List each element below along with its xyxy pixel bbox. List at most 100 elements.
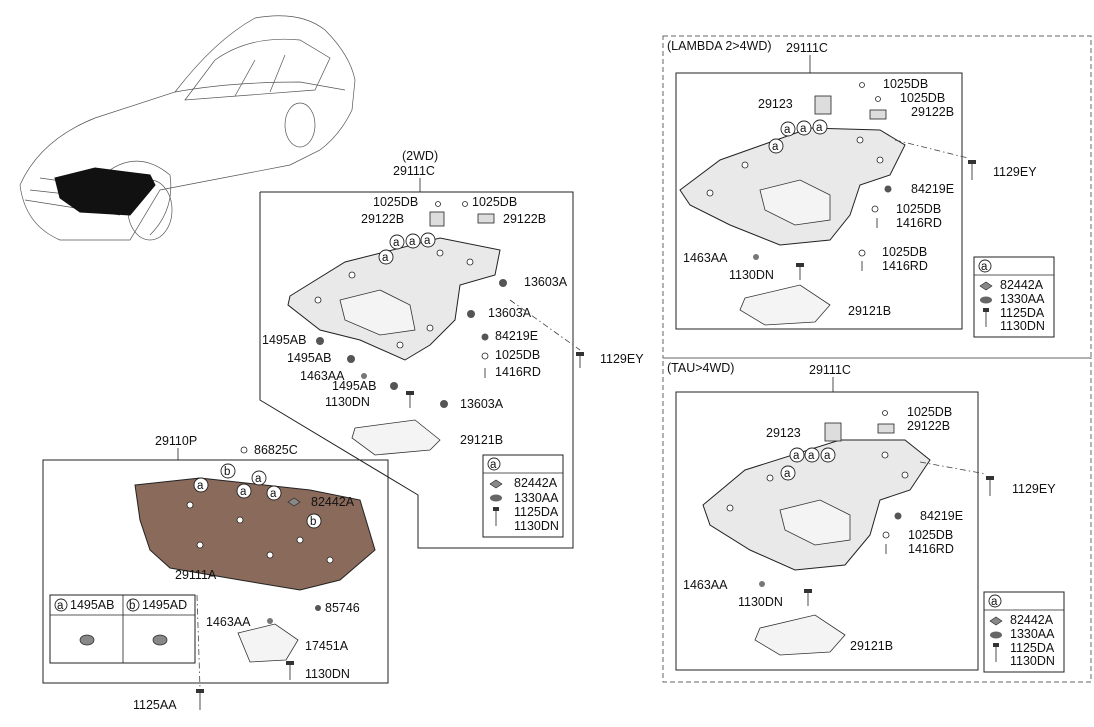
group-lambda: (LAMBDA 2>4WD) 29111C a a a a 1025DB 102…: [667, 39, 1055, 338]
callouts-lambda: a a a a: [768, 119, 828, 154]
svg-text:1495AB: 1495AB: [70, 598, 114, 612]
svg-text:82442A: 82442A: [1000, 278, 1044, 292]
part-1025db: 1025DB: [373, 195, 418, 209]
frame-lambda: [662, 35, 1092, 359]
legend-tau: a 82442A 1330AA 1125DA 1130DN: [983, 591, 1065, 673]
svg-text:b: b: [224, 466, 230, 478]
part-1130dn: 1130DN: [305, 667, 350, 681]
legend-lambda: a 82442A 1330AA 1125DA 1130DN: [973, 256, 1055, 338]
part-1025db: 1025DB: [882, 245, 927, 259]
part-29111c-tau: 29111C: [809, 363, 851, 377]
part-1130dn: 1130DN: [738, 595, 783, 609]
svg-text:b: b: [129, 600, 135, 612]
part-29111a: 29111A: [175, 568, 217, 582]
part-29121b: 29121B: [848, 304, 891, 318]
svg-text:a: a: [57, 600, 64, 612]
part-86825c: 86825C: [254, 443, 298, 457]
callouts-left: a b a a a b: [193, 463, 322, 529]
svg-text:1330AA: 1330AA: [1010, 627, 1055, 641]
part-1463aa: 1463AA: [300, 369, 345, 383]
part-85746: 85746: [325, 601, 360, 615]
svg-text:a: a: [393, 237, 400, 249]
svg-text:82442A: 82442A: [1010, 613, 1054, 627]
svg-text:a: a: [424, 235, 431, 247]
part-1495ab: 1495AB: [262, 333, 306, 347]
part-17451a: 17451A: [305, 639, 349, 653]
callouts-tau: a a a a: [780, 447, 836, 481]
part-1416rd: 1416RD: [896, 216, 942, 230]
svg-text:a: a: [409, 236, 416, 248]
table-clips: a 1495AB b 1495AD: [49, 594, 196, 664]
part-84219e: 84219E: [920, 509, 963, 523]
part-1130dn: 1130DN: [325, 395, 370, 409]
part-29122b: 29122B: [907, 419, 950, 433]
part-1025db: 1025DB: [883, 77, 928, 91]
part-29121b: 29121B: [460, 433, 503, 447]
svg-text:a: a: [793, 450, 800, 462]
part-1129ey: 1129EY: [1012, 482, 1056, 496]
header-tau: (TAU>4WD): [667, 361, 734, 375]
group-29110p: 29110P a b a a a b 86825C 82442A 29111A …: [42, 434, 389, 712]
svg-text:a: a: [991, 596, 998, 608]
part-29121b: 29121B: [850, 639, 893, 653]
svg-text:a: a: [784, 468, 791, 480]
svg-text:1330AA: 1330AA: [1000, 292, 1045, 306]
part-1025db: 1025DB: [908, 528, 953, 542]
part-1463aa: 1463AA: [683, 578, 728, 592]
svg-text:a: a: [824, 450, 831, 462]
part-1495ab: 1495AB: [287, 351, 331, 365]
svg-text:a: a: [981, 261, 988, 273]
svg-text:1495AD: 1495AD: [142, 598, 187, 612]
part-1416rd: 1416RD: [882, 259, 928, 273]
part-1129ey: 1129EY: [600, 352, 644, 366]
part-29123: 29123: [766, 426, 801, 440]
svg-text:a: a: [240, 486, 247, 498]
part-1416rd: 1416RD: [908, 542, 954, 556]
svg-text:1125DA: 1125DA: [514, 505, 559, 519]
part-1129ey: 1129EY: [993, 165, 1037, 179]
svg-text:1125DA: 1125DA: [1010, 641, 1055, 655]
part-1130dn: 1130DN: [729, 268, 774, 282]
svg-text:a: a: [270, 488, 277, 500]
svg-text:1330AA: 1330AA: [514, 491, 559, 505]
part-29122b: 29122B: [503, 212, 546, 226]
part-13603a: 13603A: [524, 275, 568, 289]
header-lambda: (LAMBDA 2>4WD): [667, 39, 772, 53]
part-1463aa: 1463AA: [683, 251, 728, 265]
group-tau: (TAU>4WD) 29111C a a a a 1025DB 29123 29…: [667, 361, 1065, 673]
part-29123: 29123: [758, 97, 793, 111]
part-1025db: 1025DB: [896, 202, 941, 216]
part-13603a: 13603A: [460, 397, 504, 411]
part-29122b: 29122B: [361, 212, 404, 226]
svg-text:1130DN: 1130DN: [514, 519, 559, 533]
part-1416rd: 1416RD: [495, 365, 541, 379]
svg-text:a: a: [772, 141, 779, 153]
part-84219e: 84219E: [495, 329, 538, 343]
part-1495ab: 1495AB: [332, 379, 376, 393]
part-1025db: 1025DB: [900, 91, 945, 105]
svg-text:a: a: [255, 473, 262, 485]
svg-text:1130DN: 1130DN: [1000, 319, 1045, 333]
part-1025db: 1025DB: [472, 195, 517, 209]
svg-text:a: a: [490, 459, 497, 471]
part-13603a: 13603A: [488, 306, 532, 320]
svg-text:a: a: [816, 122, 823, 134]
svg-text:a: a: [197, 480, 204, 492]
part-29111c-lambda: 29111C: [786, 41, 828, 55]
part-84219e: 84219E: [911, 182, 954, 196]
part-1025db: 1025DB: [495, 348, 540, 362]
part-29122b: 29122B: [911, 105, 954, 119]
svg-text:a: a: [800, 123, 807, 135]
part-29110p: 29110P: [155, 434, 197, 448]
svg-text:a: a: [784, 124, 791, 136]
svg-text:b: b: [310, 516, 316, 528]
svg-text:1130DN: 1130DN: [1010, 654, 1055, 668]
svg-text:82442A: 82442A: [514, 476, 558, 490]
part-29111c-center: 29111C: [393, 164, 435, 178]
group-2wd: (2WD) 29111C 1025DB 1025DB 29122B 29122B…: [259, 149, 644, 549]
part-1125aa: 1125AA: [133, 698, 177, 712]
part-82442a: 82442A: [311, 495, 355, 509]
part-1025db: 1025DB: [907, 405, 952, 419]
svg-text:a: a: [382, 252, 389, 264]
